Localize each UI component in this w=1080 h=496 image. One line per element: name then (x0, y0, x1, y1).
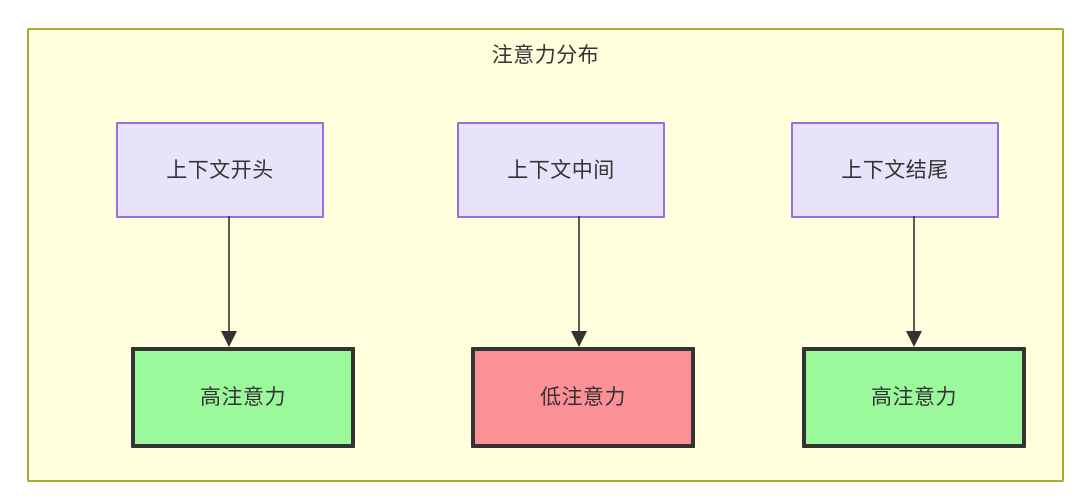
edge-context-end-to-attention (906, 216, 922, 347)
node-context-end[interactable]: 上下文结尾 (791, 122, 999, 218)
edge-context-start-to-attention (221, 216, 237, 347)
arrowhead-icon (221, 331, 237, 347)
node-context-middle[interactable]: 上下文中间 (457, 122, 665, 218)
node-attention-high-end[interactable]: 高注意力 (802, 347, 1026, 448)
arrowhead-icon (571, 331, 587, 347)
node-attention-low-middle[interactable]: 低注意力 (471, 347, 695, 448)
node-context-middle-label: 上下文中间 (507, 158, 615, 182)
node-attention-high-start[interactable]: 高注意力 (131, 347, 355, 448)
node-attention-high-end-label: 高注意力 (871, 386, 957, 409)
node-context-start[interactable]: 上下文开头 (116, 122, 324, 218)
node-context-start-label: 上下文开头 (166, 158, 274, 182)
node-attention-low-middle-label: 低注意力 (540, 386, 626, 409)
arrowhead-icon (906, 331, 922, 347)
subgraph-title: 注意力分布 (491, 44, 600, 67)
edge-context-middle-to-attention (571, 216, 587, 347)
subgraph-container: 注意力分布 上下文开头 上下文中间 上下文结尾 高注意力 低 (27, 28, 1064, 482)
node-attention-high-start-label: 高注意力 (200, 386, 286, 409)
node-context-end-label: 上下文结尾 (841, 158, 949, 182)
